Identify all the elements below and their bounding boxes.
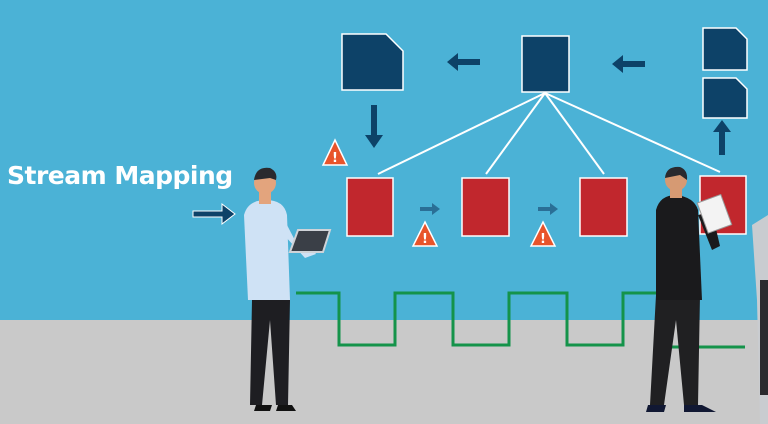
- arrow-right-icon: [538, 203, 558, 215]
- timeline-line: [296, 291, 745, 349]
- process-box: [461, 177, 510, 237]
- document-icon: [341, 33, 404, 91]
- arrow-up-icon: [713, 120, 731, 155]
- svg-text:!: !: [332, 151, 338, 166]
- person-with-laptop: [244, 167, 332, 411]
- person-partial: [752, 215, 768, 424]
- svg-text:!: !: [422, 232, 428, 247]
- process-box: [579, 177, 628, 237]
- person-with-clipboard: [646, 166, 733, 412]
- warning-icon: !: [411, 220, 439, 247]
- connector-lines: [377, 92, 721, 175]
- document-icon: [702, 27, 748, 71]
- arrow-left-icon: [447, 53, 480, 71]
- arrow-left-icon: [612, 55, 645, 73]
- document-icon: [702, 77, 748, 119]
- floor: [0, 320, 768, 424]
- arrow-right-icon: [420, 203, 440, 215]
- process-box: [346, 177, 394, 237]
- document-icon: [521, 35, 570, 93]
- arrow-right-icon: [192, 202, 236, 226]
- warning-icon: !: [529, 220, 557, 247]
- arrow-down-icon: [365, 105, 383, 148]
- page-title: Stream Mapping: [7, 161, 233, 190]
- warning-icon: !: [321, 138, 349, 166]
- svg-text:!: !: [540, 232, 546, 247]
